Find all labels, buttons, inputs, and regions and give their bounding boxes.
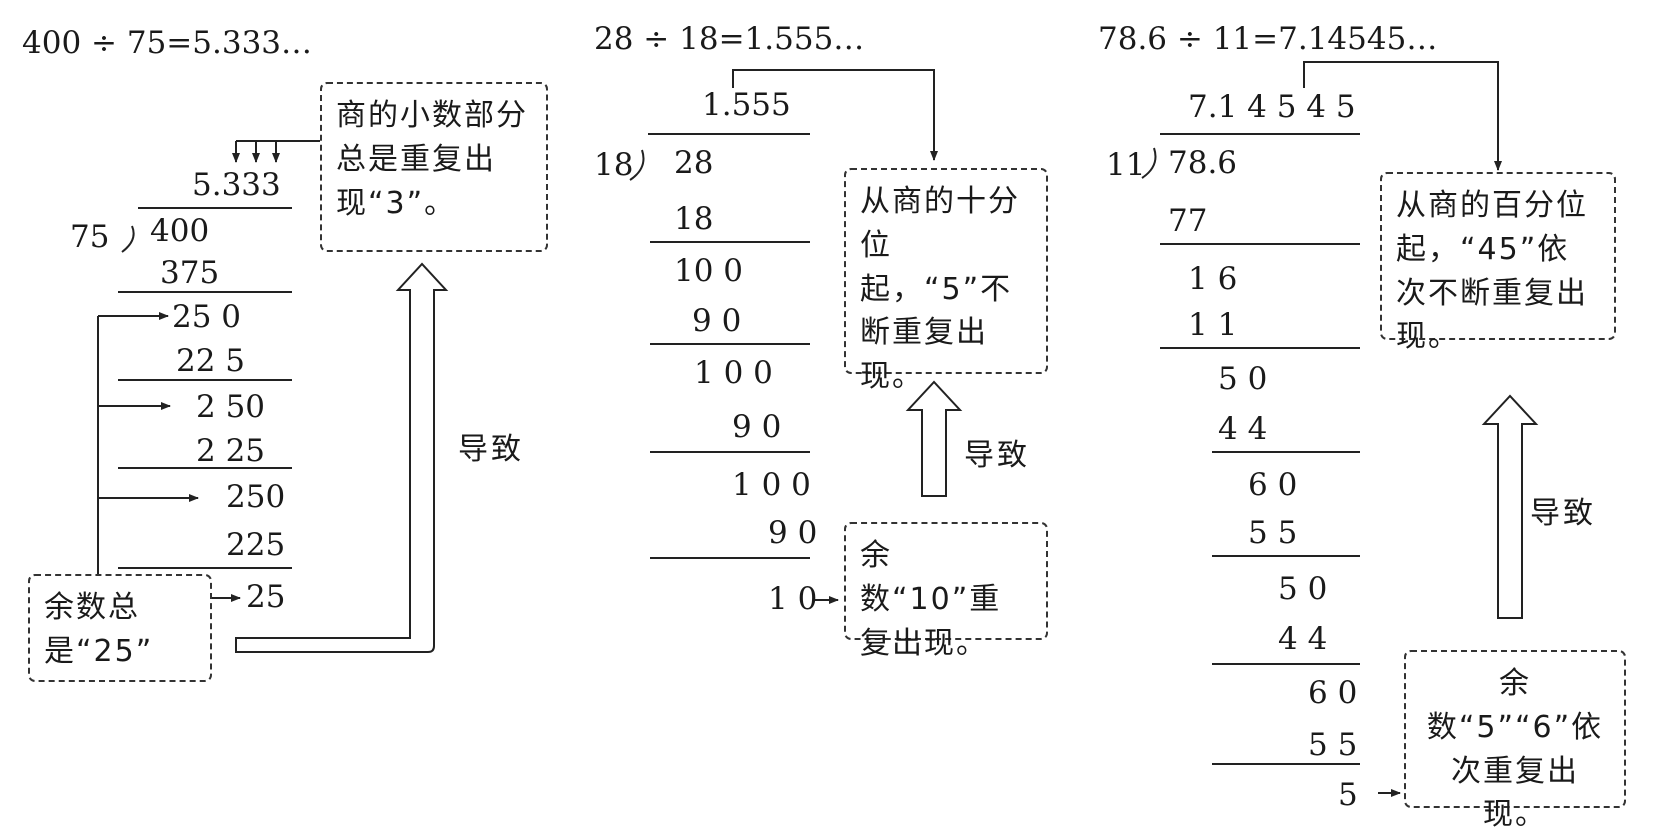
step-2-5: 9 0	[732, 409, 782, 445]
step-1-6: 250	[226, 479, 286, 515]
leads-to-label-2: 导致	[964, 438, 1030, 473]
division-bracket-2	[629, 149, 645, 181]
step-2-2: 10 0	[674, 253, 744, 289]
step-3-3: 1 1	[1188, 307, 1238, 343]
divisor-2: 18	[594, 147, 634, 183]
note-remainder-2: 余数“10”重复出现。	[844, 522, 1048, 661]
quotient-2: 1.555	[702, 87, 791, 123]
leads-to-arrow-3	[1481, 394, 1539, 619]
remainder-2: 1 0	[768, 581, 818, 617]
step-2-4: 1 0 0	[694, 355, 773, 391]
equation-3: 78.6 ÷ 11=7.14545…	[1098, 21, 1438, 57]
leads-to-label-3: 导致	[1530, 496, 1596, 531]
diagram-lines	[97, 61, 1539, 797]
remainder-3: 5	[1338, 777, 1358, 813]
long-division-diagram: 400 ÷ 75=5.333… 5.333 75 400 375 25 0 22…	[22, 21, 1626, 832]
step-1-7: 225	[226, 527, 286, 563]
quotient-connector-3	[1303, 61, 1502, 171]
step-3-4: 5 0	[1218, 361, 1268, 397]
note-quotient-1: 商的小数部分总是重复出现“3”。	[320, 82, 548, 252]
note-quotient-2: 从商的十分位起，“5”不断重复出现。	[844, 168, 1048, 394]
step-3-5: 4 4	[1218, 411, 1268, 447]
note-remainder-1: 余数总是“25”	[28, 574, 212, 682]
dividend-3: 78.6	[1168, 145, 1238, 181]
leads-to-label-1: 导致	[458, 432, 524, 467]
leads-to-arrow-1	[235, 262, 449, 653]
step-1-2: 25 0	[172, 299, 242, 335]
step-3-11: 5 5	[1308, 727, 1358, 763]
step-3-7: 5 5	[1248, 515, 1298, 551]
step-1-3: 22 5	[176, 343, 246, 379]
step-2-3: 9 0	[692, 303, 742, 339]
step-1-4: 2 50	[196, 389, 266, 425]
remainder-1: 25	[246, 579, 286, 615]
quotient-1: 5.333	[192, 167, 281, 203]
note-quotient-3: 从商的百分位起，“45”依次不断重复出现。	[1380, 172, 1616, 354]
step-2-6: 1 0 0	[732, 467, 811, 503]
equation-2: 28 ÷ 18=1.555…	[594, 21, 865, 57]
step-2-7: 9 0	[768, 515, 818, 551]
equation-1: 400 ÷ 75=5.333…	[22, 25, 313, 61]
step-3-8: 5 0	[1278, 571, 1328, 607]
leads-to-arrow-2	[905, 380, 963, 497]
division-bracket-3	[1141, 147, 1157, 179]
quotient-connector-2	[732, 69, 938, 161]
step-2-1: 18	[674, 201, 714, 237]
division-bracket-1	[121, 225, 135, 253]
step-3-9: 4 4	[1278, 621, 1328, 657]
step-1-1: 375	[160, 255, 220, 291]
step-3-2: 1 6	[1188, 261, 1238, 297]
dividend-1: 400	[150, 213, 210, 249]
note-remainder-3: 余数“5”“6”依次重复出现。	[1404, 650, 1626, 832]
quotient-3: 7.1 4 5 4 5	[1188, 89, 1356, 125]
step-3-1: 77	[1168, 203, 1208, 239]
step-3-10: 6 0	[1308, 675, 1358, 711]
dividend-2: 28	[674, 145, 714, 181]
step-1-5: 2 25	[196, 433, 266, 469]
divisor-1: 75	[70, 219, 110, 255]
step-3-6: 6 0	[1248, 467, 1298, 503]
divisor-3: 11	[1106, 147, 1146, 183]
